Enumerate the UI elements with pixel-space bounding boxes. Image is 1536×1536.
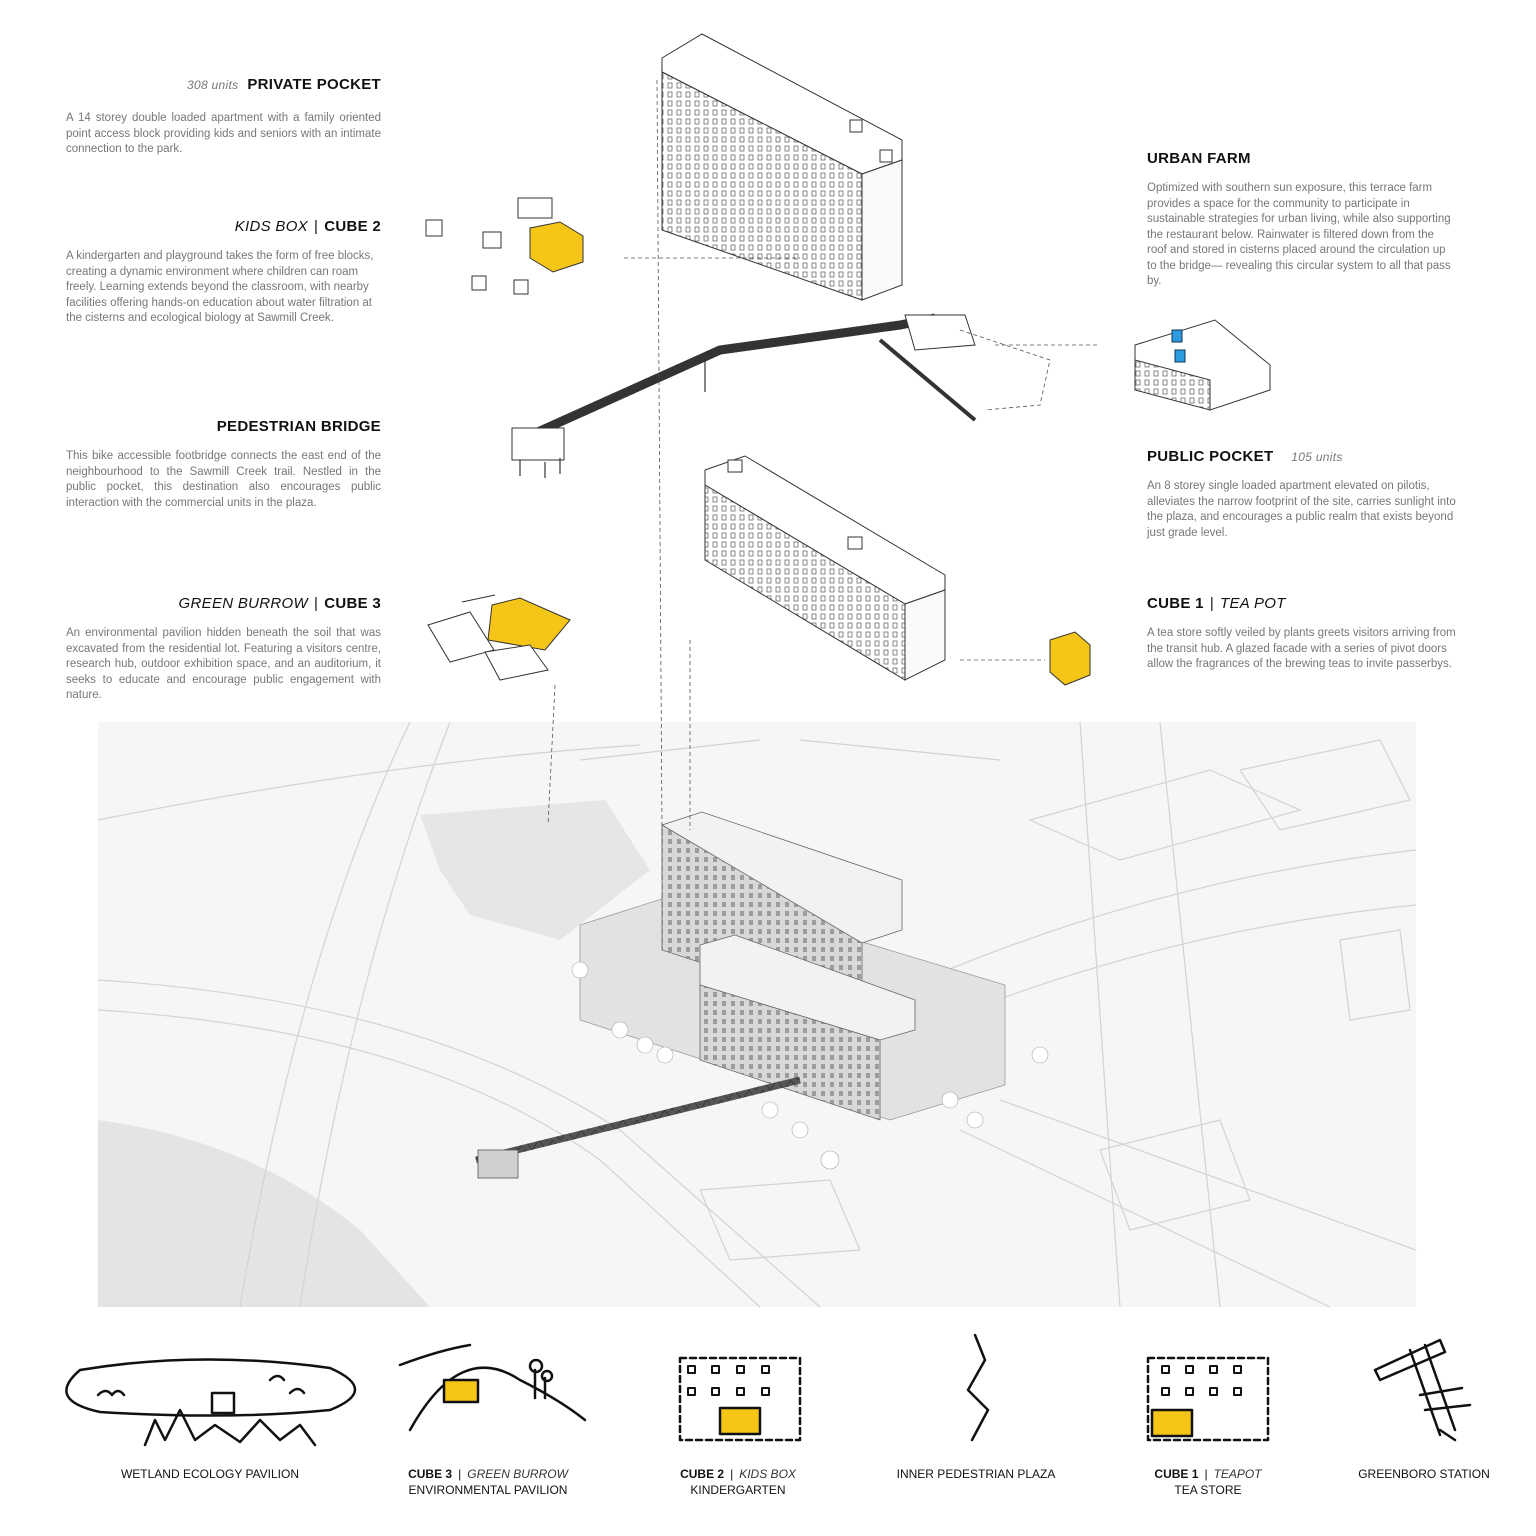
kids-box-cluster	[425, 197, 584, 295]
caption-wetland-line1: WETLAND ECOLOGY PAVILION	[120, 1467, 300, 1481]
pedestrian-bridge	[511, 313, 977, 478]
tea-pot-cube	[1049, 631, 1091, 686]
cube1-heading: CUBE 1 | TEA POT	[1147, 595, 1457, 612]
caption-cube2-sep: |	[730, 1467, 734, 1481]
private-pocket-units: 308 units	[187, 78, 239, 92]
urban-farm-heading: URBAN FARM	[1147, 150, 1457, 167]
green-burrow-heading: GREEN BURROW | CUBE 3	[66, 595, 381, 612]
public-pocket-on-site	[699, 984, 881, 1121]
park-area	[420, 800, 650, 940]
caption-cube3-italic: GREEN BURROW	[467, 1467, 568, 1481]
kids-box-name: KIDS BOX	[234, 218, 308, 235]
kids-box-cube	[529, 221, 584, 273]
urban-farm-title: URBAN FARM	[1147, 150, 1251, 167]
caption-cube3: CUBE 3 | GREEN BURROW ENVIRONMENTAL PAVILI…	[378, 1466, 598, 1498]
caption-cube3-sep: |	[458, 1467, 462, 1481]
trees	[571, 961, 1049, 1170]
urban-farm-text: Optimized with southern sun exposure, th…	[1147, 182, 1451, 287]
sketch-plaza	[966, 1333, 990, 1442]
caption-greenboro-line1: GREENBORO STATION	[1358, 1467, 1490, 1481]
kids-box-cube: CUBE 2	[324, 218, 381, 235]
green-burrow-roof	[487, 597, 571, 651]
private-pocket-text: A 14 storey double loaded apartment with…	[66, 112, 381, 155]
pedestrian-bridge-block: PEDESTRIAN BRIDGE This bike accessible f…	[66, 418, 381, 511]
green-burrow-text: An environmental pavilion hidden beneath…	[66, 627, 381, 701]
sketch-green-burrow	[398, 1343, 587, 1432]
green-burrow-name: GREEN BURROW	[178, 595, 308, 612]
green-burrow-block: GREEN BURROW | CUBE 3 An environmental pav…	[66, 595, 381, 704]
site-building-ensemble	[475, 811, 1049, 1179]
green-burrow-sep: |	[313, 595, 319, 612]
site-context-map	[97, 721, 1417, 1308]
caption-plaza: INNER PEDESTRIAN PLAZA	[866, 1466, 1086, 1482]
kids-box-heading: KIDS BOX | CUBE 2	[66, 218, 381, 235]
kids-box-sep: |	[313, 218, 319, 235]
green-burrow-pavilion	[427, 594, 571, 681]
caption-cube1-bold: CUBE 1	[1154, 1467, 1199, 1481]
caption-cube1-line2: TEA STORE	[1174, 1483, 1242, 1497]
private-pocket-title: PRIVATE POCKET	[247, 76, 381, 93]
cube1-sep: |	[1209, 595, 1215, 612]
caption-cube1-sep: |	[1204, 1467, 1208, 1481]
caption-cube1-italic: TEAPOT	[1213, 1467, 1262, 1481]
caption-cube3-bold: CUBE 3	[408, 1467, 453, 1481]
cube1-name: TEA POT	[1220, 595, 1286, 612]
urban-farm-axon	[1134, 319, 1271, 411]
pedestrian-bridge-title: PEDESTRIAN BRIDGE	[216, 418, 381, 435]
public-pocket-title: PUBLIC POCKET	[1147, 448, 1274, 465]
pedestrian-bridge-heading: PEDESTRIAN BRIDGE	[66, 418, 381, 435]
caption-cube2-line2: KINDERGARTEN	[690, 1483, 786, 1497]
caption-plaza-line1: INNER PEDESTRIAN PLAZA	[896, 1467, 1056, 1481]
sketch-greenboro	[1373, 1338, 1472, 1442]
public-pocket-heading: PUBLIC POCKET 105 units	[1147, 448, 1457, 465]
caption-cube2: CUBE 2 | KIDS BOX KINDERGARTEN	[628, 1466, 848, 1498]
public-pocket-building	[704, 455, 946, 681]
caption-cube2-italic: KIDS BOX	[739, 1467, 796, 1481]
sketch-kids-box	[678, 1356, 802, 1442]
public-pocket-text: An 8 storey single loaded apartment elev…	[1147, 480, 1456, 539]
cistern-1	[1171, 329, 1183, 343]
public-pocket-units: 105 units	[1291, 450, 1343, 464]
private-pocket-heading: 308 units PRIVATE POCKET	[66, 76, 381, 93]
caption-wetland: WETLAND ECOLOGY PAVILION	[100, 1466, 320, 1482]
private-pocket-building	[661, 33, 903, 301]
caption-cube1: CUBE 1 | TEAPOT TEA STORE	[1098, 1466, 1318, 1498]
sketch-tea-pot	[1146, 1356, 1270, 1442]
green-burrow-cube: CUBE 3	[324, 595, 381, 612]
private-pocket-block: 308 units PRIVATE POCKET A 14 storey dou…	[66, 76, 381, 158]
cube1-block: CUBE 1 | TEA POT A tea store softly veiled…	[1147, 595, 1457, 673]
cube1-cube: CUBE 1	[1147, 595, 1204, 612]
caption-greenboro: GREENBORO STATION	[1314, 1466, 1534, 1482]
public-pocket-block: PUBLIC POCKET 105 units An 8 storey sing…	[1147, 448, 1457, 541]
concept-sketches	[65, 1333, 1472, 1447]
leader-lines	[547, 79, 1100, 831]
cube1-text: A tea store softly veiled by plants gree…	[1147, 627, 1456, 670]
cistern-2	[1174, 349, 1186, 363]
pedestrian-bridge-text: This bike accessible footbridge connects…	[66, 450, 381, 509]
caption-cube2-bold: CUBE 2	[680, 1467, 725, 1481]
urban-farm-block: URBAN FARM Optimized with southern sun e…	[1147, 150, 1457, 290]
caption-cube3-line2: ENVIRONMENTAL PAVILION	[408, 1483, 568, 1497]
kids-box-text: A kindergarten and playground takes the …	[66, 250, 374, 324]
kids-box-block: KIDS BOX | CUBE 2 A kindergarten and playg…	[66, 218, 381, 327]
sketch-wetland	[65, 1358, 357, 1447]
water-body	[98, 1120, 430, 1307]
